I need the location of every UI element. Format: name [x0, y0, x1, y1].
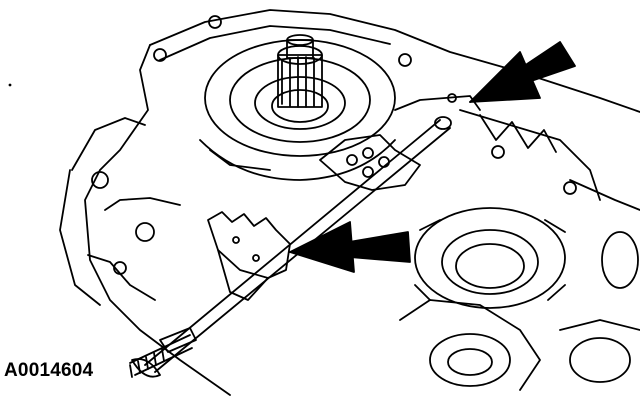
case-bolts — [91, 15, 412, 275]
case-ribs — [447, 93, 640, 211]
shift-lever-sector — [207, 211, 291, 301]
case-housing-outline — [59, 9, 640, 396]
input-shaft-assembly — [199, 34, 396, 181]
lower-case-detail — [399, 231, 640, 391]
callout-arrow-lower — [289, 221, 411, 273]
speck — [8, 83, 12, 87]
differential-bore — [414, 207, 566, 309]
callout-arrow-upper — [469, 41, 576, 103]
detent-plate — [319, 95, 481, 191]
figure-id-label: A0014604 — [4, 360, 94, 381]
threaded-stud — [129, 334, 193, 378]
